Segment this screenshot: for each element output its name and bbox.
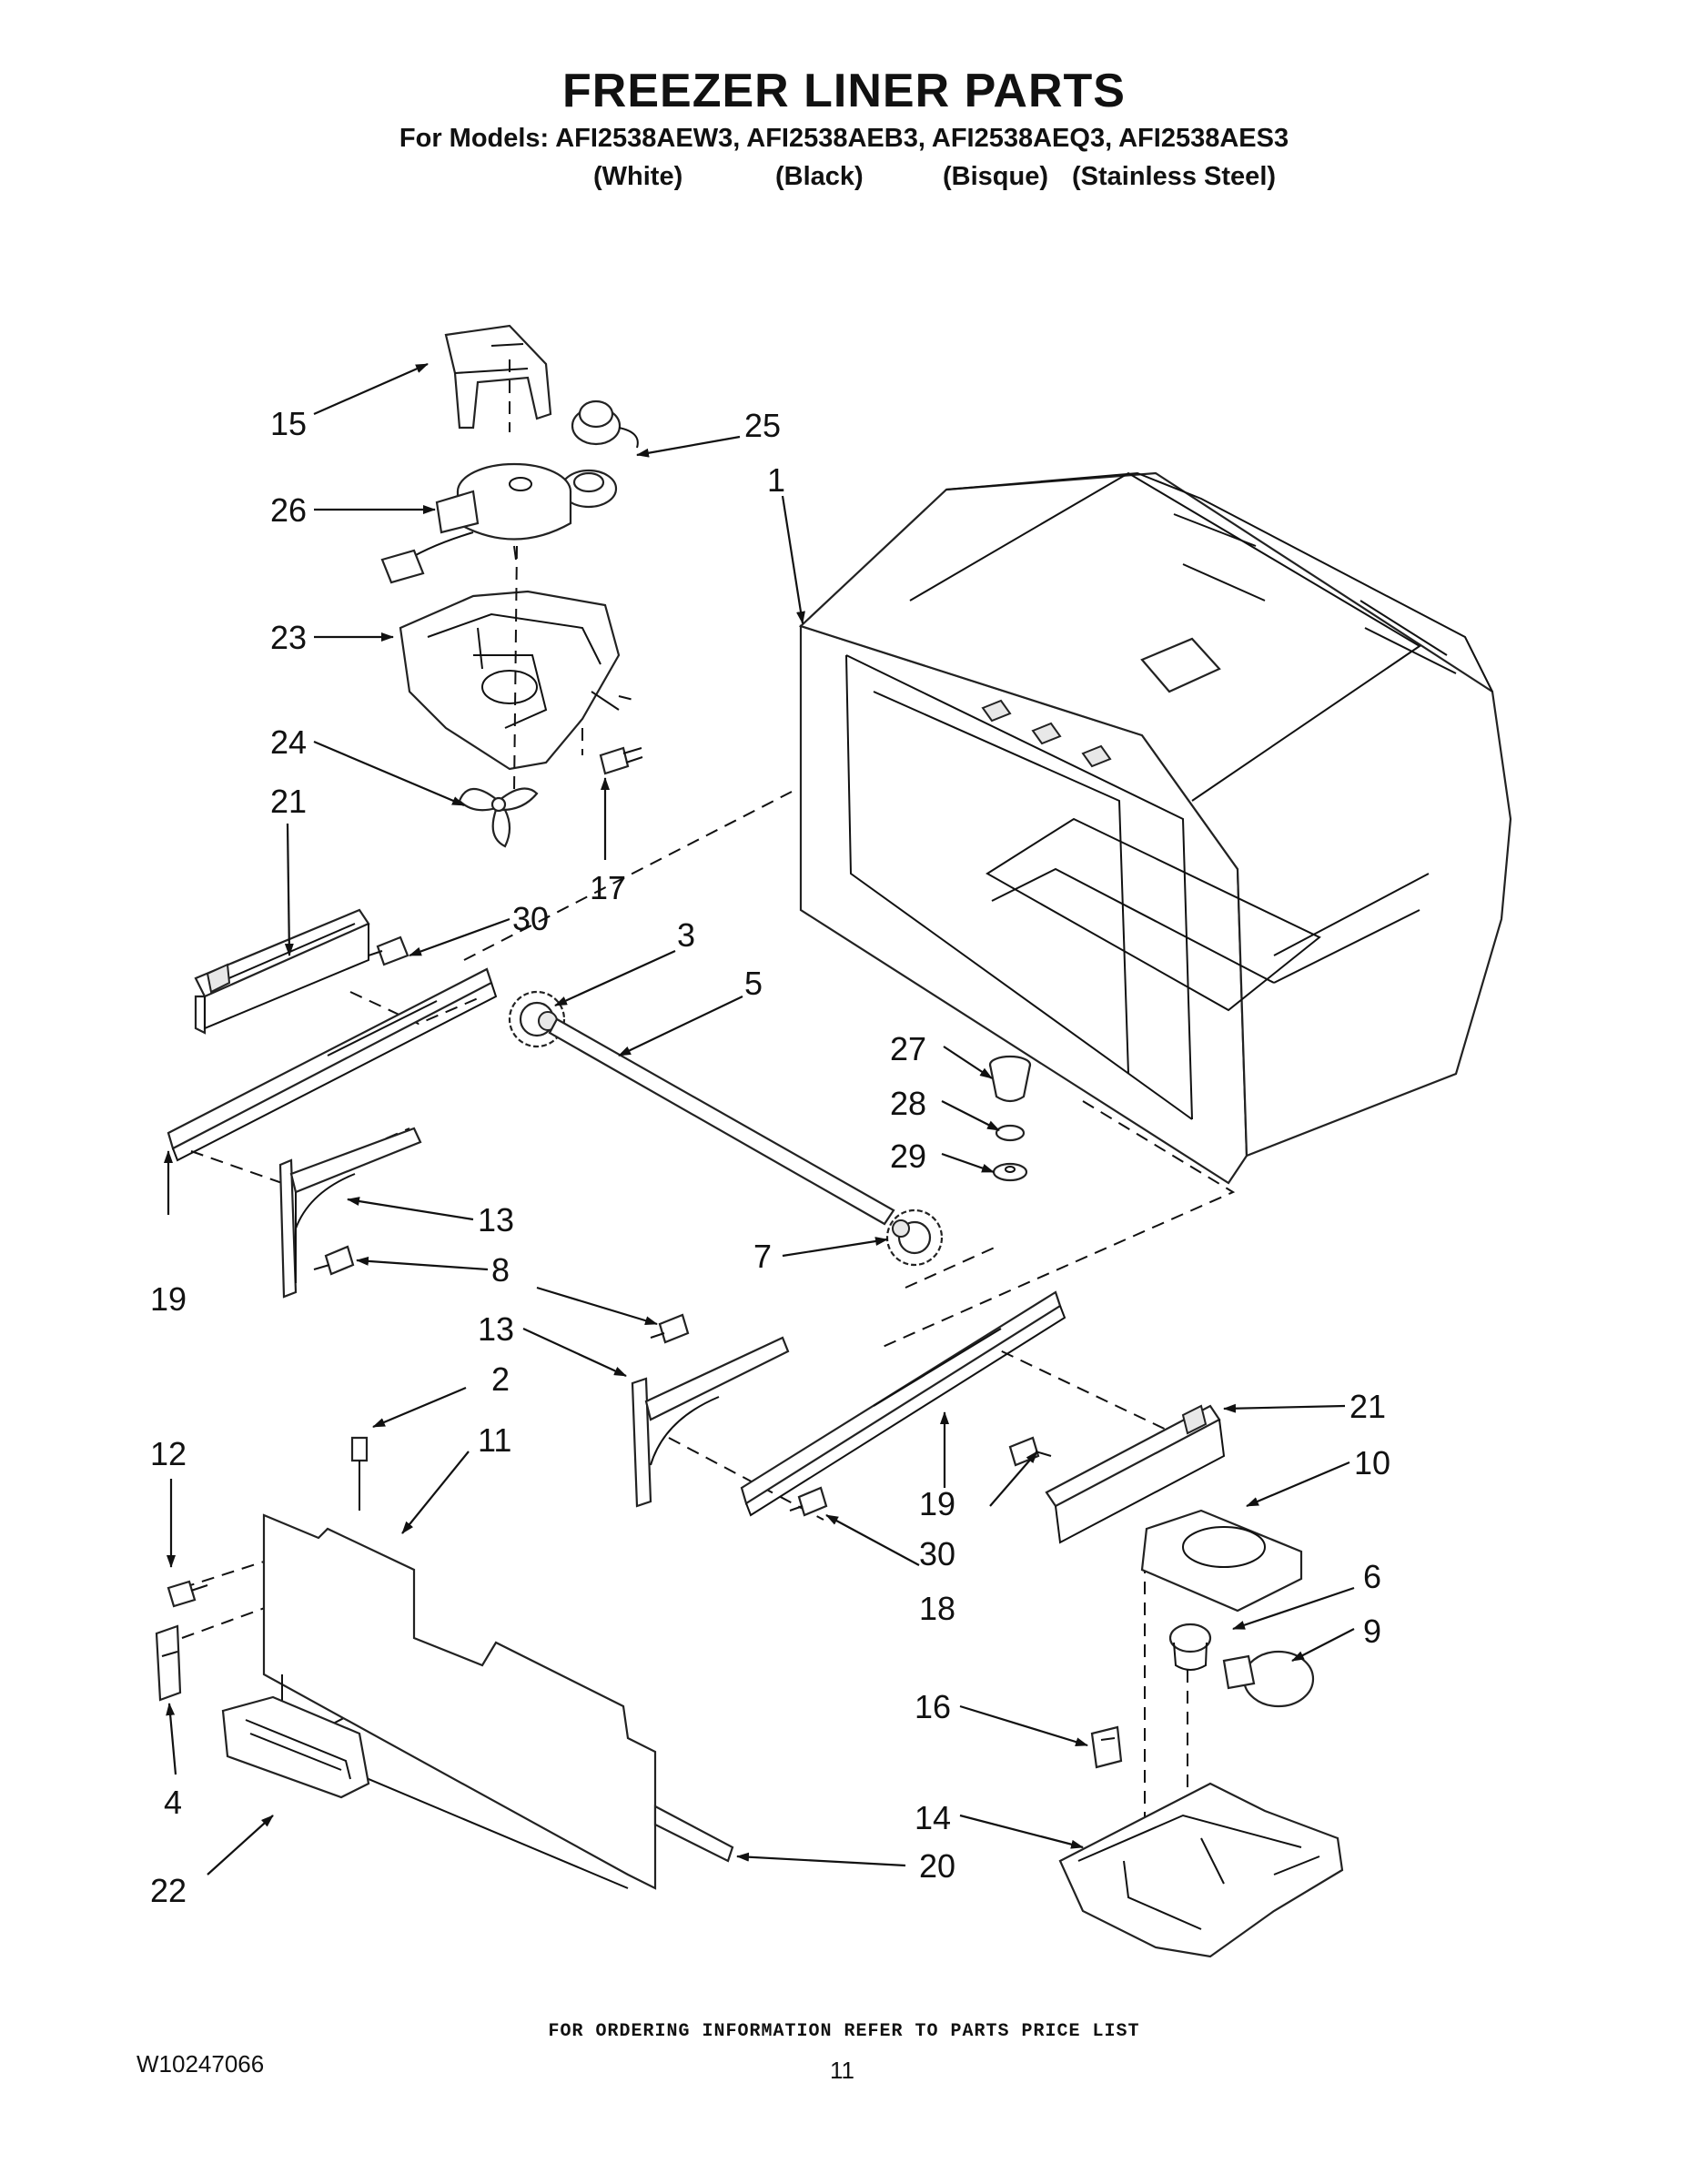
wire-2-part <box>350 1436 369 1511</box>
callout-2: 2 <box>491 1360 510 1398</box>
screw-8-center-part <box>650 1313 690 1344</box>
page-title: FREEZER LINER PARTS <box>562 65 1126 117</box>
fan-motor-part <box>380 462 572 584</box>
callout-28: 28 <box>890 1085 926 1122</box>
leader-arrows <box>164 362 1355 1876</box>
thermistor-part <box>560 399 639 509</box>
callout-27: 27 <box>890 1030 926 1067</box>
callout-24: 24 <box>270 723 307 761</box>
screw-12-part <box>167 1580 208 1608</box>
screw-30-upper-part <box>368 935 409 966</box>
freezer-liner-part <box>798 471 1512 1185</box>
shaft-5-part <box>548 1017 895 1226</box>
ordering-note: FOR ORDERING INFORMATION REFER TO PARTS … <box>548 2021 1140 2042</box>
light-cover-part <box>1140 1509 1303 1613</box>
callout-7: 7 <box>753 1238 772 1275</box>
callout-21-lower: 21 <box>1349 1388 1386 1425</box>
callout-13-upper: 13 <box>478 1201 514 1239</box>
vent-cover-part <box>221 1695 370 1799</box>
fan-bracket-part <box>444 324 552 430</box>
rear-cover-panel-part <box>262 1513 657 1890</box>
callout-8-left: 8 <box>491 1251 510 1289</box>
screw-30-lower-part <box>1008 1436 1052 1467</box>
callout-17: 17 <box>590 869 626 906</box>
callout-3: 3 <box>677 916 695 954</box>
callout-30-lower: 30 <box>919 1535 955 1572</box>
callout-18: 18 <box>919 1590 955 1627</box>
slide-rail-upper-left-part <box>194 908 370 1035</box>
callout-23: 23 <box>270 619 307 656</box>
screw-8-left-part <box>313 1245 355 1276</box>
callout-19-right: 19 <box>919 1485 955 1522</box>
switch-16-part <box>1090 1725 1123 1769</box>
support-bracket-left-part <box>278 1127 422 1299</box>
callout-20: 20 <box>919 1847 955 1885</box>
callout-9: 9 <box>1363 1613 1381 1650</box>
callout-5: 5 <box>744 965 763 1002</box>
callout-4: 4 <box>164 1784 182 1821</box>
drain-29-part <box>992 1162 1028 1182</box>
callout-26: 26 <box>270 491 307 529</box>
callout-25: 25 <box>744 407 781 444</box>
screw-18-part <box>789 1486 828 1517</box>
callout-10: 10 <box>1354 1444 1390 1481</box>
strip-20-part <box>653 1805 734 1863</box>
color-stainless: (Stainless Steel) <box>1072 162 1277 191</box>
slide-rail-right-part <box>740 1290 1066 1517</box>
slide-rail-left-part <box>167 967 498 1162</box>
callout-21-top: 21 <box>270 783 307 820</box>
models-line: For Models: AFI2538AEW3, AFI2538AEB3, AF… <box>399 124 1289 153</box>
callout-labels: 15 25 1 26 23 24 21 17 30 3 5 27 28 29 1… <box>150 405 1390 1909</box>
color-white: (White) <box>593 162 683 191</box>
callout-12: 12 <box>150 1435 187 1472</box>
grommet-27-part <box>988 1055 1032 1103</box>
callout-15: 15 <box>270 405 307 442</box>
light-housing-part <box>1058 1782 1344 1958</box>
callout-11: 11 <box>478 1421 511 1459</box>
color-black: (Black) <box>775 162 864 191</box>
callout-29: 29 <box>890 1138 926 1175</box>
screw-17-part <box>599 746 643 775</box>
fan-shroud-part <box>399 590 621 771</box>
support-bracket-center-part <box>631 1336 790 1508</box>
callout-6: 6 <box>1363 1558 1381 1595</box>
callout-16: 16 <box>915 1688 951 1725</box>
callout-14: 14 <box>915 1799 951 1836</box>
callout-30-top: 30 <box>512 900 549 937</box>
color-bisque: (Bisque) <box>943 162 1048 191</box>
fan-blade-part <box>458 787 539 848</box>
slide-rail-lower-right-part <box>1045 1404 1226 1544</box>
page-number: 11 <box>830 2057 854 2084</box>
sprocket-7-part <box>885 1208 944 1267</box>
light-bulb-part <box>1222 1650 1315 1708</box>
callout-19-left: 19 <box>150 1280 187 1318</box>
seal-28-part <box>995 1124 1026 1142</box>
clip-4-part <box>155 1624 182 1702</box>
callout-22: 22 <box>150 1872 187 1909</box>
callout-1: 1 <box>767 461 785 499</box>
light-socket-part <box>1168 1623 1212 1671</box>
callout-13-lower: 13 <box>478 1310 514 1348</box>
document-number: W10247066 <box>136 2050 265 2078</box>
